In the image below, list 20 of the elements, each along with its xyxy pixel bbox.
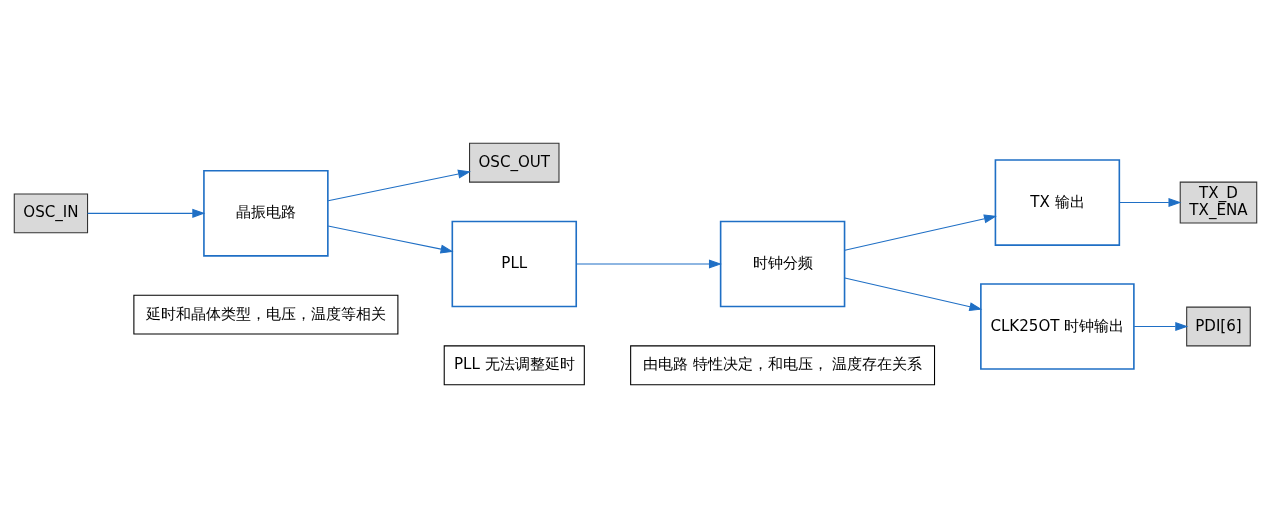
node-box: 晶振电路 bbox=[203, 170, 329, 257]
node-box: OSC_OUT bbox=[469, 142, 560, 183]
node-box: PDI[6] bbox=[1186, 306, 1251, 347]
arrow bbox=[1118, 198, 1182, 208]
arrow bbox=[87, 208, 206, 218]
node-box: TX_D TX_ENA bbox=[1179, 181, 1258, 224]
node-box: 延时和晶体类型，电压，温度等相关 bbox=[133, 294, 399, 335]
node-box: PLL 无法调整延时 bbox=[443, 345, 585, 386]
node-box: CLK25OT 时钟输出 bbox=[980, 283, 1135, 370]
node-box: 由电路 特性决定，和电压， 温度存在关系 bbox=[630, 345, 936, 386]
arrow bbox=[327, 225, 454, 254]
node-box: PLL bbox=[451, 220, 578, 308]
node-box: TX 输出 bbox=[994, 159, 1121, 246]
arrow bbox=[327, 169, 471, 202]
node-box: 时钟分频 bbox=[719, 220, 846, 308]
arrow bbox=[575, 259, 722, 269]
node-box: OSC_IN bbox=[13, 193, 89, 234]
arrow bbox=[1133, 321, 1189, 332]
arrow bbox=[844, 277, 983, 312]
arrow bbox=[844, 214, 997, 251]
